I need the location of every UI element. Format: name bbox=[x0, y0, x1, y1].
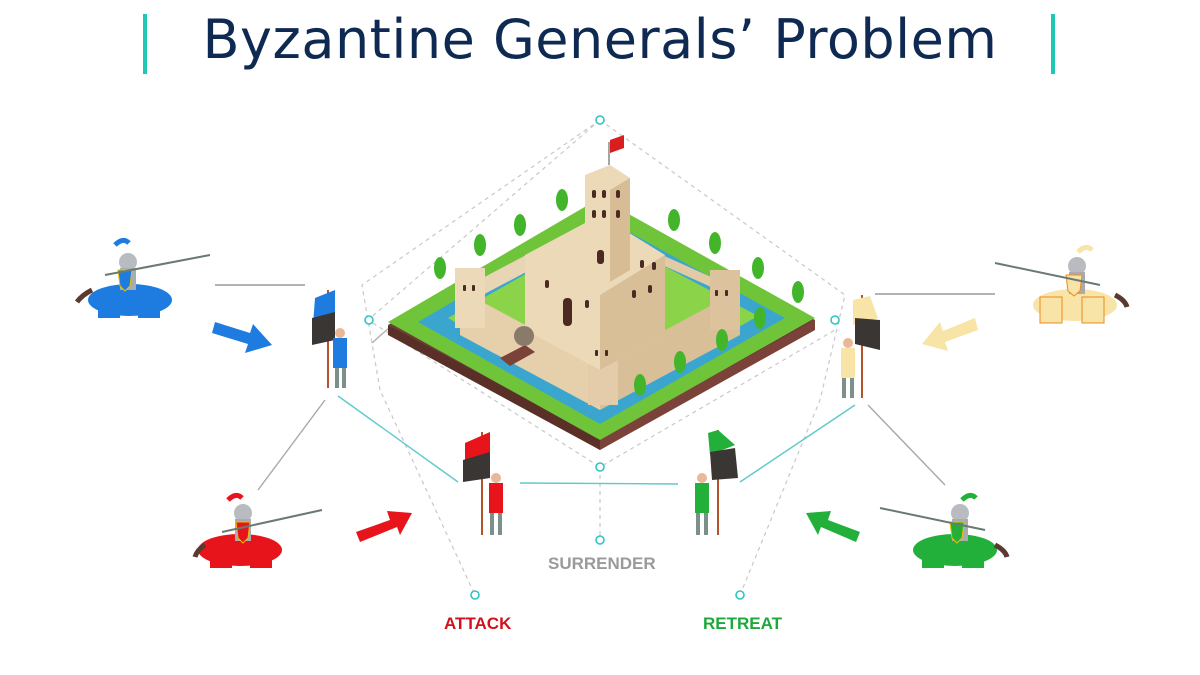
arrow-blue-icon bbox=[212, 322, 272, 353]
connector-lines bbox=[215, 284, 995, 491]
option-attack-label: ATTACK bbox=[444, 614, 512, 633]
general-green-standing bbox=[695, 430, 738, 535]
option-retreat-label: RETREAT bbox=[703, 614, 783, 633]
arrow-yellow-icon bbox=[922, 318, 978, 351]
knight-green-mounted bbox=[879, 492, 1010, 568]
general-blue-standing bbox=[312, 290, 347, 388]
arrow-red-icon bbox=[356, 511, 412, 542]
dotted-boundary bbox=[361, 119, 846, 596]
option-surrender-label: SURRENDER bbox=[548, 554, 656, 573]
general-yellow-standing bbox=[841, 295, 880, 398]
knight-red-mounted bbox=[192, 492, 323, 568]
knight-yellow-mounted bbox=[994, 244, 1130, 324]
title-right-accent-bar bbox=[1051, 14, 1055, 74]
anchor-nodes bbox=[364, 115, 840, 600]
title-left-accent-bar bbox=[143, 14, 147, 74]
general-red-standing bbox=[463, 432, 503, 535]
arrow-green-icon bbox=[806, 511, 860, 542]
knight-blue-mounted bbox=[74, 237, 211, 318]
castle-illustration bbox=[388, 135, 815, 450]
title-header: Byzantine Generals’ Problem bbox=[0, 0, 1200, 90]
page-title: Byzantine Generals’ Problem bbox=[202, 8, 998, 71]
